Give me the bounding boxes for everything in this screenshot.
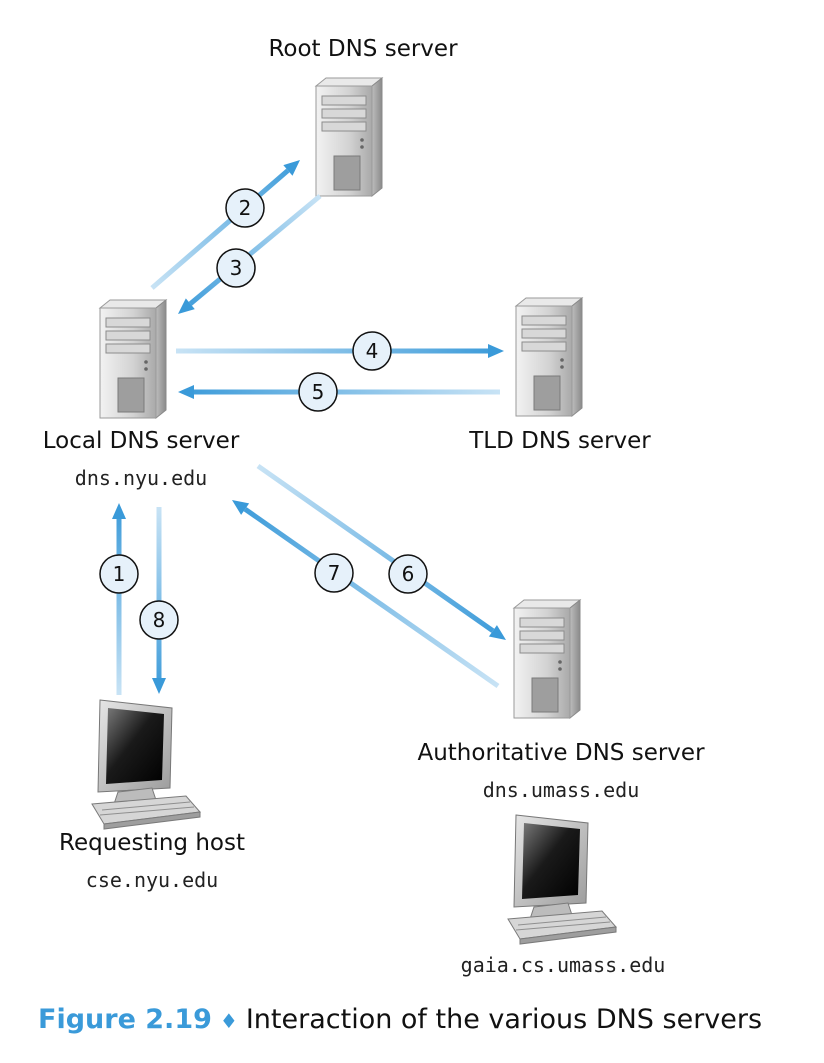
figure-number: Figure 2.19 — [38, 1004, 212, 1035]
figure-caption: Figure 2.19 ♦ Interaction of the various D… — [38, 1004, 762, 1035]
step-number-1: 1 — [113, 562, 126, 586]
step-number-2: 2 — [239, 196, 252, 220]
arrowhead-step-4 — [488, 344, 504, 358]
requesting-host-hostname: cse.nyu.edu — [85, 868, 219, 892]
root-dns-server-label: Root DNS server — [268, 36, 458, 62]
step-circle-7 — [314, 553, 354, 593]
arrow-step-2 — [150, 168, 290, 290]
authoritative-dns-server-label: Authoritative DNS server — [417, 740, 705, 766]
step-number-7: 7 — [328, 561, 341, 585]
step-circle-6 — [388, 554, 428, 594]
step-number-4: 4 — [366, 339, 379, 363]
arrowhead-step-8 — [152, 678, 166, 694]
gaia-host-hostname: gaia.cs.umass.edu — [460, 953, 666, 977]
authoritative-dns-server-hostname: dns.umass.edu — [482, 778, 640, 802]
step-circle-3 — [216, 248, 256, 288]
step-number-3: 3 — [230, 256, 243, 280]
arrowhead-step-5 — [178, 385, 194, 399]
step-circle-2 — [225, 188, 265, 228]
requesting-host-computer-icon — [91, 699, 201, 830]
step-circle-1 — [99, 554, 139, 594]
tld-dns-server-label: TLD DNS server — [469, 428, 651, 454]
requesting-host-label: Requesting host — [59, 830, 245, 856]
caption-separator: ♦ — [219, 1009, 238, 1033]
step-circle-5 — [298, 372, 338, 412]
arrowhead-step-2 — [283, 160, 300, 176]
step-circle-4 — [352, 331, 392, 371]
step-number-6: 6 — [402, 562, 415, 586]
arrow-step-6 — [256, 463, 495, 633]
gaia-host-computer-icon — [507, 814, 617, 945]
local-dns-server-hostname: dns.nyu.edu — [74, 466, 208, 490]
step-number-8: 8 — [153, 608, 166, 632]
arrowhead-step-1 — [112, 503, 126, 519]
arrow-step-3 — [188, 194, 322, 306]
step-number-5: 5 — [312, 380, 325, 404]
tld-dns-server-icon — [515, 297, 583, 417]
arrowhead-step-7 — [232, 500, 250, 515]
authoritative-dns-server-icon — [513, 599, 581, 719]
local-dns-server-icon — [99, 299, 167, 419]
caption-text: Interaction of the various DNS servers — [245, 1004, 763, 1035]
arrow-step-7 — [243, 507, 500, 689]
root-dns-server-icon — [315, 77, 383, 197]
arrowhead-step-3 — [178, 298, 195, 314]
arrowhead-step-6 — [488, 625, 506, 640]
local-dns-server-label: Local DNS server — [42, 428, 240, 454]
step-circle-8 — [139, 600, 179, 640]
